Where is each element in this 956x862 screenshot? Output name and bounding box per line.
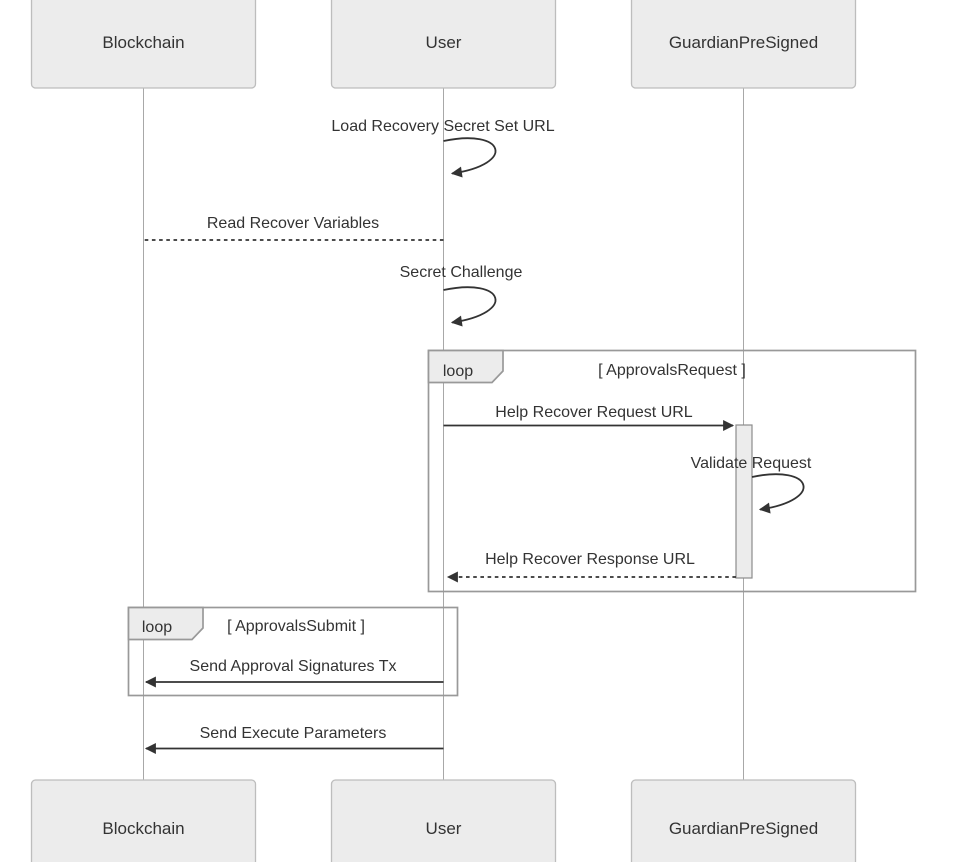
actor-top-blockchain: Blockchain (30, 0, 257, 89)
activation-bar-guardianpresigned (735, 424, 753, 579)
loop-keyword-approvals-request: loop (443, 363, 473, 380)
actor-top-guardianpresigned: GuardianPreSigned (630, 0, 857, 89)
actor-bottom-guardianpresigned: GuardianPreSigned (630, 779, 857, 862)
loop-frame-box-approvals-request (427, 349, 917, 593)
loop-tab-approvals-request (427, 349, 504, 384)
self-message-arrow-load-recovery (443, 137, 497, 178)
message-label-help-recover-request-url: Help Recover Request URL (495, 404, 693, 421)
actor-bottom-label-guardianpresigned: GuardianPreSigned (669, 819, 818, 838)
loop-condition-approvals-submit: [ ApprovalsSubmit ] (227, 618, 365, 635)
actor-top-label-blockchain: Blockchain (102, 33, 184, 52)
self-message-arrow-validate-request (751, 473, 805, 514)
loop-tab-approvals-submit (127, 606, 204, 641)
message-label-validate-request: Validate Request (691, 455, 812, 472)
actor-top-box-user (330, 0, 557, 89)
message-label-read-recover-variables: Read Recover Variables (207, 215, 379, 232)
message-label-help-recover-response-url: Help Recover Response URL (485, 551, 695, 568)
loop-frame-approvals-request: loop [ ApprovalsRequest ] (427, 349, 917, 593)
message-label-secret-challenge: Secret Challenge (400, 264, 523, 281)
loop-keyword-approvals-submit: loop (142, 619, 172, 636)
actor-top-label-user: User (426, 33, 462, 52)
actor-bottom-label-blockchain: Blockchain (102, 819, 184, 838)
message-label-send-approval-signatures-tx: Send Approval Signatures Tx (190, 658, 397, 675)
actor-bottom-box-blockchain (30, 779, 257, 862)
message-label-send-execute-parameters: Send Execute Parameters (200, 725, 387, 742)
actor-top-box-blockchain (30, 0, 257, 89)
loop-frame-box-approvals-submit (127, 606, 459, 697)
message-label-load-recovery-secret-set-url: Load Recovery Secret Set URL (331, 118, 554, 135)
actor-bottom-user: User (330, 779, 557, 862)
loop-frame-approvals-submit: loop [ ApprovalsSubmit ] (127, 606, 459, 697)
actor-bottom-box-user (330, 779, 557, 862)
actor-bottom-box-guardianpresigned (630, 779, 857, 862)
actor-bottom-label-user: User (426, 819, 462, 838)
actor-bottom-blockchain: Blockchain (30, 779, 257, 862)
actor-top-user: User (330, 0, 557, 89)
loop-condition-approvals-request: [ ApprovalsRequest ] (598, 362, 746, 379)
self-message-arrow-secret-challenge (443, 286, 497, 327)
actor-top-label-guardianpresigned: GuardianPreSigned (669, 33, 818, 52)
actor-top-box-guardianpresigned (630, 0, 857, 89)
